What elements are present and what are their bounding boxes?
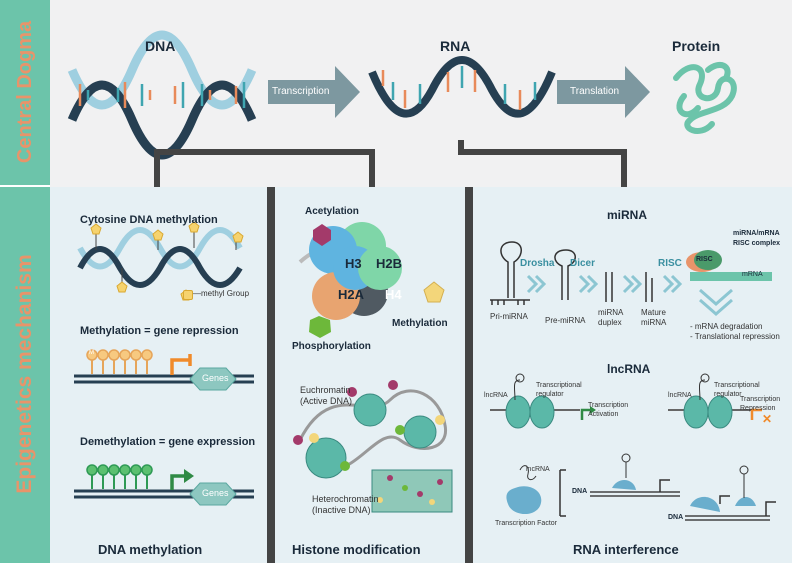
lncrna-label-2: lncRNA <box>668 392 692 399</box>
dna-title: DNA <box>145 38 176 54</box>
euchromatin-label: Euchromatin <box>300 385 351 395</box>
methyl-mark-label: M <box>89 350 94 356</box>
treg-label-2b: regulator <box>714 391 742 398</box>
rna-interference-footer: RNA interference <box>573 542 679 557</box>
duplex-label-2: duplex <box>598 318 622 327</box>
mirna-process-chevrons <box>526 274 683 294</box>
acetylation-label: Acetylation <box>305 206 359 217</box>
risc-label: RISC <box>658 258 682 269</box>
sidebar <box>0 0 50 563</box>
pre-mirna-label: Pre-miRNA <box>545 316 586 325</box>
genes-label-repression: Genes <box>202 373 229 383</box>
mirna-pathway-icon <box>490 241 653 305</box>
demethylation-expression-heading: Demethylation = gene expression <box>80 436 256 448</box>
methylation-repression-icon <box>74 349 254 391</box>
activation-label-1: Transcription <box>588 402 629 409</box>
panel-divider-left <box>267 187 275 563</box>
heterochromatin-sublabel: (Inactive DNA) <box>312 505 371 515</box>
translation-label: Translation <box>570 86 620 97</box>
repression-x-icon: ✕ <box>762 412 773 426</box>
lncrna-repression-icon <box>668 373 762 429</box>
outcome-chevron <box>699 288 733 316</box>
repression-label-1: Transcription <box>740 396 781 403</box>
lncrna-label-3: lncRNA <box>526 466 550 473</box>
sidebar-divider <box>0 185 50 187</box>
drosha-label: Drosha <box>520 258 555 269</box>
protein-title: Protein <box>672 38 721 54</box>
lncrna-label-1: lncRNA <box>484 392 508 399</box>
complex-label-1: miRNA/mRNA <box>733 230 780 237</box>
phosphorylation-label: Phosphorylation <box>292 341 371 352</box>
mrna-label: mRNA <box>742 271 763 278</box>
h4-label: H4 <box>385 287 402 302</box>
lncrna-tf-repression-icon <box>685 465 776 521</box>
dna-label-2: DNA <box>668 514 684 521</box>
cytosine-methylation-heading: Cytosine DNA methylation <box>80 214 218 226</box>
demethylation-expression-icon <box>74 464 254 506</box>
duplex-label-1: miRNA <box>598 308 624 317</box>
mature-label-1: Mature <box>641 308 666 317</box>
dna-methylation-footer: DNA methylation <box>98 542 203 557</box>
translation-arrow <box>557 66 650 118</box>
protein-icon <box>673 61 737 134</box>
genes-label-expression: Genes <box>202 488 229 498</box>
lncrna-activation-icon <box>490 373 596 429</box>
transcription-arrow <box>268 66 360 118</box>
methyl-group-legend-icon <box>183 290 193 300</box>
transcription-factor-label: Transcription Factor <box>495 520 557 527</box>
lncrna-title: lncRNA <box>607 362 651 376</box>
mrna-strand <box>690 272 772 281</box>
heterochromatin-label: Heterochromatin <box>312 494 379 504</box>
rna-strand-icon <box>368 56 556 118</box>
treg-label-2a: Transcriptional <box>714 382 760 389</box>
outcome-degradation: - mRNA degradation <box>690 322 763 331</box>
rna-title: RNA <box>440 38 471 54</box>
panel-divider-right <box>465 187 473 563</box>
histone-octamer-icon <box>298 222 445 338</box>
dicer-label: Dicer <box>570 258 596 269</box>
euchromatin-sublabel: (Active DNA) <box>300 396 353 406</box>
mirna-title: miRNA <box>607 208 648 222</box>
transcription-factor-icon <box>506 453 680 517</box>
histone-footer: Histone modification <box>292 542 421 557</box>
complex-label-2: RISC complex <box>733 240 781 247</box>
activation-label-2: Activation <box>588 411 619 418</box>
outcome-repression: - Translational repression <box>690 332 780 341</box>
h3-label: H3 <box>345 256 362 271</box>
transcription-label: Transcription <box>272 86 330 97</box>
methylated-helix-icon <box>77 221 244 301</box>
treg-label-1b: regulator <box>536 391 564 398</box>
chromatin-icon <box>293 380 453 513</box>
methylation-repression-heading: Methylation = gene repression <box>80 325 239 337</box>
repression-label-2: Repression <box>740 405 776 412</box>
h2a-label: H2A <box>338 287 365 302</box>
treg-label-1a: Transcriptional <box>536 382 582 389</box>
h2b-label: H2B <box>376 256 403 271</box>
mature-label-2: miRNA <box>641 318 667 327</box>
methyl-group-legend: —methyl Group <box>193 289 250 298</box>
methylation-label: Methylation <box>392 318 448 329</box>
risc-small-label: RISC <box>696 256 713 263</box>
pri-mirna-label: Pri-miRNA <box>490 312 528 321</box>
dna-label-1: DNA <box>572 488 588 495</box>
